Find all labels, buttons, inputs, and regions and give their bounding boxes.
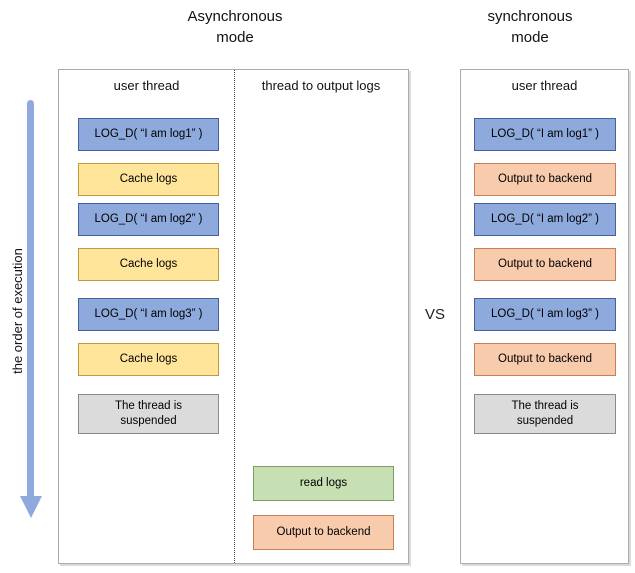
thread-suspended-box: The thread is suspended: [78, 394, 219, 434]
log-call-box: LOG_D( “I am log1” ): [78, 118, 219, 151]
cache-logs-box: Cache logs: [78, 343, 219, 376]
sync-panel: user thread LOG_D( “I am log1” ) Output …: [460, 69, 629, 564]
async-mode-title: Asynchronous mode: [187, 8, 283, 46]
log-call-box: LOG_D( “I am log2” ): [474, 203, 616, 236]
async-panel: user thread thread to output logs LOG_D(…: [58, 69, 409, 564]
sync-user-thread-header: user thread: [511, 78, 578, 93]
execution-order-arrow-line: [27, 100, 34, 498]
output-to-backend-box: Output to backend: [474, 248, 616, 281]
log-call-box: LOG_D( “I am log3” ): [78, 298, 219, 331]
execution-order-arrow-head-icon: [20, 496, 42, 518]
log-call-box: LOG_D( “I am log1” ): [474, 118, 616, 151]
thread-suspended-box: The thread is suspended: [474, 394, 616, 434]
vs-label: VS: [424, 306, 445, 323]
async-output-thread-header: thread to output logs: [261, 78, 381, 93]
cache-logs-box: Cache logs: [78, 163, 219, 196]
execution-order-axis-label: the order of execution: [10, 248, 25, 374]
sync-mode-title: synchronous mode: [487, 8, 573, 46]
output-to-backend-box: Output to backend: [253, 515, 394, 550]
cache-logs-box: Cache logs: [78, 248, 219, 281]
log-call-box: LOG_D( “I am log3” ): [474, 298, 616, 331]
output-to-backend-box: Output to backend: [474, 163, 616, 196]
async-user-thread-header: user thread: [113, 78, 180, 93]
read-logs-box: read logs: [253, 466, 394, 501]
output-to-backend-box: Output to backend: [474, 343, 616, 376]
log-call-box: LOG_D( “I am log2” ): [78, 203, 219, 236]
thread-divider-dotted-line: [234, 70, 235, 563]
